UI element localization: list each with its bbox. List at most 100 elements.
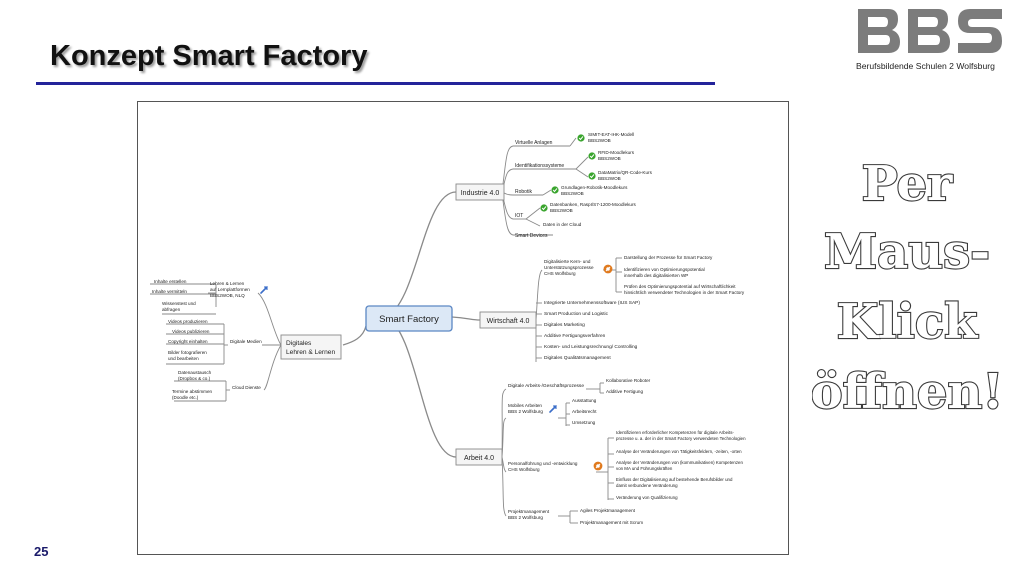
- side-note-line-3: Klick: [837, 294, 979, 350]
- wrench-icon: [549, 405, 557, 413]
- node-qualitaet: Digitales Qualitätsmanagement: [544, 355, 611, 361]
- mindmap-image[interactable]: Smart Factory Industrie 4.0 Wirtschaft 4…: [137, 101, 789, 555]
- node-datamatrix-sub: BBS2WOB: [598, 176, 621, 181]
- title-underline: [36, 82, 715, 85]
- node-additive-fertigung: Additive Fertigung: [606, 389, 643, 394]
- node-smart-production: Smart Production und Logistic: [544, 311, 609, 317]
- node-datenbanken-sub: BBS2WOB: [550, 208, 573, 213]
- node-termine: Termine abstimmen: [172, 389, 213, 394]
- node-kernprozesse-2: Unterstützungsprozesse: [544, 265, 594, 270]
- bbs-logo: [858, 9, 1002, 53]
- center-node-label: Smart Factory: [379, 314, 439, 325]
- node-lernplattform-3: BBS2WOB, NLQ: [210, 293, 245, 298]
- node-qualifizierung: Veränderung von Qualifizierung: [616, 495, 678, 500]
- node-kernprozesse-3: CHS Wolfsburg: [544, 271, 576, 276]
- node-digitale-medien: Digitale Medien: [230, 339, 262, 344]
- node-kosten: Kosten- und Leistungsrechnung/ Controlli…: [544, 344, 638, 350]
- node-simit-sub: BBS2WOB: [588, 138, 611, 143]
- branch-arbeit-label: Arbeit 4.0: [464, 455, 494, 462]
- node-lernplattform: Lehren & Lernen: [210, 281, 245, 286]
- node-iot: IOT: [515, 213, 523, 219]
- page-number: 25: [34, 544, 49, 559]
- branch-wirtschaft-label: Wirtschaft 4.0: [487, 318, 530, 325]
- node-mobiles-arbeiten: Mobiles Arbeiten: [508, 403, 542, 408]
- branch-arbeit[interactable]: Arbeit 4.0: [455, 448, 503, 466]
- node-bilder-2: und bearbeiten: [168, 356, 199, 361]
- center-node[interactable]: Smart Factory: [365, 305, 453, 332]
- node-wissenstest: Wissenstest und: [162, 301, 196, 306]
- node-pruefen-2: hinsichtlich verwendeter Technologien in…: [624, 290, 745, 295]
- node-additive-verfahren: Additive Fertigungsverfahren: [544, 333, 606, 339]
- node-datenaustausch-2: (Dropbox & co.): [178, 376, 211, 381]
- node-personalfuehrung: Personalführung und -entwicklung: [508, 461, 578, 466]
- node-identifizieren: Identifizieren von Optimierungspotential: [624, 267, 705, 272]
- node-kompetenzen: Identifizieren erforderlicher Kompetenze…: [616, 430, 734, 435]
- node-bilder: Bilder fotografieren: [168, 350, 207, 355]
- node-marketing: Digitales Marketing: [544, 322, 585, 328]
- node-robotik-kurs-sub: BBS2WOB: [561, 191, 584, 196]
- node-ausstattung: Ausstattung: [572, 398, 597, 403]
- node-robotik-kurs: Grundlagen-Robotik-Moodlekurs: [561, 185, 628, 190]
- node-termine-2: (Doodle etc.): [172, 395, 199, 400]
- node-inhalte-vermitteln: Inhalte vermitteln: [152, 289, 187, 294]
- side-note-line-4: öffnen!: [812, 364, 1002, 420]
- node-scrum: Projektmanagement mit Scrum: [580, 520, 643, 525]
- node-agiles-pm: Agiles Projektmanagement: [580, 508, 636, 513]
- node-virtuelle-anlagen: Virtuelle Anlagen: [515, 140, 553, 146]
- node-inhalte-erstellen: Inhalte erstellen: [154, 279, 187, 284]
- node-einfluss: Einfluss der Digitalisierung auf bestehe…: [616, 477, 733, 482]
- check-icon: [587, 171, 597, 181]
- node-videos-produzieren: Videos produzieren: [168, 319, 208, 324]
- check-icon: [587, 151, 597, 161]
- node-kernprozesse: Digitalisierte Kern- und: [544, 259, 591, 264]
- check-icon: [539, 203, 549, 213]
- node-kollaborative-roboter: Kollaborative Roboter: [606, 378, 651, 383]
- branch-lehren-label-2: Lehren & Lernen: [286, 349, 335, 356]
- node-taetigkeitsfelder: Analyse der Veränderungen von Tätigkeits…: [616, 449, 742, 454]
- node-videos-publizieren: Videos publizieren: [172, 329, 210, 334]
- side-note-line-2: Maus-: [824, 224, 990, 280]
- check-icon: [550, 185, 560, 195]
- node-pruefen: Prüfen des Optimierungspotential auf Wir…: [624, 284, 736, 289]
- node-projektmanagement-sub: BBS 2 Wolfsburg: [508, 515, 543, 520]
- node-datamatrix: DataMatrix/QR-Code-Kurs: [598, 170, 653, 175]
- gear-icon: [603, 264, 613, 274]
- node-simit: SIMIT-EAT-IHK-Modell: [588, 132, 634, 137]
- node-darstellung: Darstellung der Prozesse für Smart Facto…: [624, 255, 713, 260]
- node-lernplattform-2: auf Lernplattformen: [210, 287, 250, 292]
- node-kommunikation: Analyse der Veränderungen von (kommunika…: [616, 460, 743, 465]
- node-rfid-sub: BBS2WOB: [598, 156, 621, 161]
- node-geschaeftsprozesse: Digitale Arbeits-/Geschäftsprozesse: [508, 383, 584, 389]
- node-umsetzung: Umsetzung: [572, 420, 596, 425]
- branch-industrie[interactable]: Industrie 4.0: [455, 183, 505, 201]
- side-note-line-1: Per: [862, 158, 953, 212]
- node-copyright: Copyright einhalten: [168, 339, 208, 344]
- node-robotik: Robotik: [515, 189, 532, 195]
- node-kommunikation-2: von MA und Führungskräften: [616, 466, 673, 471]
- node-identifizieren-2: innerhalb des digitalisierten WP: [624, 273, 688, 278]
- branch-lehren[interactable]: Digitales Lehren & Lernen: [280, 334, 342, 360]
- slide-title: Konzept Smart Factory: [50, 40, 368, 72]
- node-rfid: RFID-Moodlekurs: [598, 150, 635, 155]
- node-kompetenzen-2: prozesse u. a. der in der Smart Factory …: [616, 436, 746, 441]
- node-datenbanken: Datenbanken, RaspI/S7-1200-Moodlekurs: [550, 202, 637, 207]
- node-einfluss-2: damit verbundene Veränderung: [616, 483, 678, 488]
- node-cloud-dienste: Cloud Dienste: [232, 385, 261, 390]
- node-unternehmenssoftware: Integrierte Unternehmenssoftware (IUS SA…: [544, 300, 640, 306]
- wrench-icon: [260, 286, 268, 294]
- node-daten-cloud: Daten in der Cloud: [543, 222, 582, 227]
- node-arbeitsrecht: Arbeitsrecht: [572, 409, 597, 414]
- check-icon: [576, 133, 586, 143]
- node-projektmanagement: Projektmanagement: [508, 509, 550, 514]
- branch-lehren-label-1: Digitales: [286, 340, 312, 347]
- branch-wirtschaft[interactable]: Wirtschaft 4.0: [479, 311, 537, 329]
- click-to-open-note: Per Maus- Klick öffnen!: [812, 158, 1002, 421]
- node-smart-devices: Smart Devices: [515, 233, 548, 239]
- branch-industrie-label: Industrie 4.0: [461, 190, 500, 197]
- node-personalfuehrung-sub: CHS Wolfsburg: [508, 467, 540, 472]
- node-mobiles-arbeiten-sub: BBS 2 Wolfsburg: [508, 409, 543, 414]
- node-identifikation: Identifikationssysteme: [515, 163, 564, 169]
- gear-icon: [593, 461, 603, 471]
- node-datenaustausch: Datenaustausch: [178, 370, 212, 375]
- node-wissenstest-2: abfragen: [162, 307, 181, 312]
